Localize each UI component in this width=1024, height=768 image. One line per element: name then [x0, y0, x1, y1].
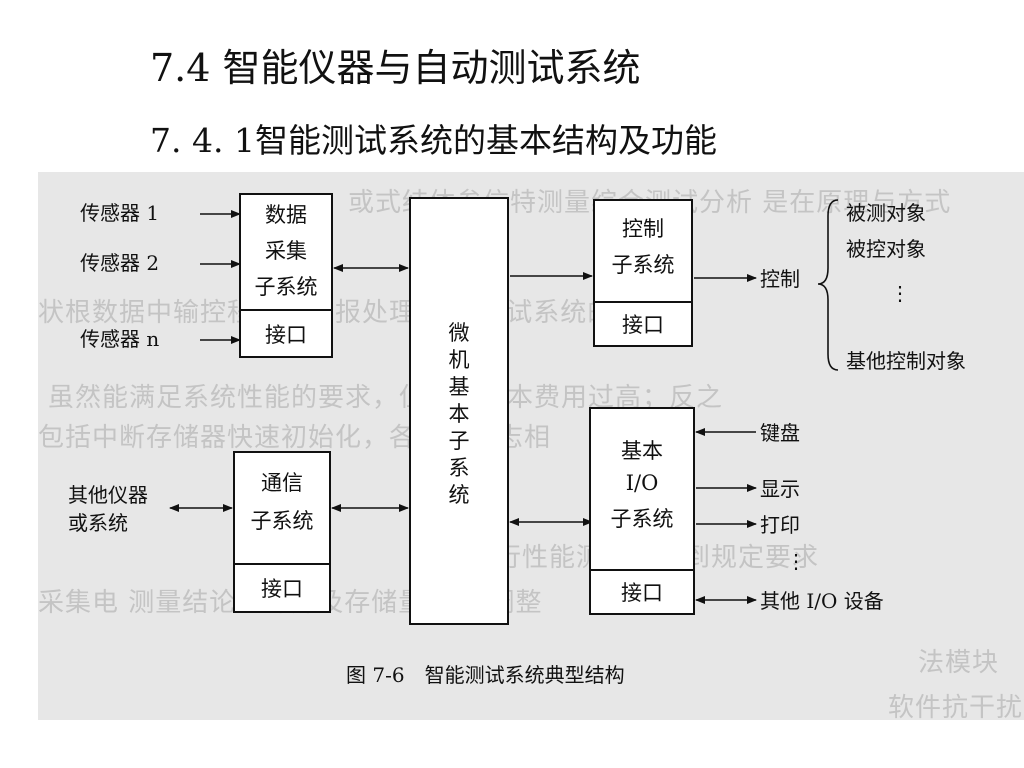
- io-line-2: I/O: [626, 471, 659, 495]
- io-device-display: 显示: [760, 477, 800, 501]
- slide-subtitle: 7. 4. 1智能测试系统的基本结构及功能: [150, 121, 717, 160]
- sensor-1-label: 传感器 1: [80, 201, 159, 225]
- io-device-print: 打印: [760, 513, 800, 537]
- scanned-figure: 或式结体参信特测量综合测试分析 是在原理与方式 状根数据中输控程序、外报处理量度…: [38, 172, 1024, 720]
- comm-port: 接口: [261, 577, 303, 601]
- svg-text:本: 本: [449, 402, 470, 426]
- comm-subsystem-box: [233, 451, 331, 613]
- other-instruments-line-2: 或系统: [68, 511, 128, 535]
- svg-text:系: 系: [449, 456, 470, 480]
- acquisition-line-3: 子系统: [255, 275, 318, 299]
- svg-text:基: 基: [449, 375, 470, 399]
- sensor-2-label: 传感器 2: [80, 251, 159, 275]
- control-label: 控制: [760, 267, 800, 291]
- io-port: 接口: [621, 581, 663, 605]
- io-device-other: 其他 I/O 设备: [760, 589, 884, 613]
- controlled-objects-brace: [817, 199, 839, 371]
- io-device-keyboard: 键盘: [760, 421, 800, 445]
- acquisition-line-1: 数据: [265, 203, 307, 227]
- micro-subsystem-box: [409, 197, 509, 625]
- micro-label: 微 机 基 本 子 系 统: [449, 321, 470, 507]
- acquisition-line-2: 采集: [265, 239, 307, 263]
- io-subsystem-box: [589, 407, 695, 615]
- svg-text:机: 机: [449, 348, 470, 372]
- svg-text:子: 子: [449, 429, 470, 453]
- control-line-2: 子系统: [612, 253, 675, 277]
- io-line-3: 子系统: [611, 507, 674, 531]
- controlled-object-2: 被控对象: [846, 237, 926, 261]
- io-line-1: 基本: [621, 439, 663, 463]
- comm-line-2: 子系统: [251, 509, 314, 533]
- control-line-1: 控制: [622, 217, 664, 241]
- controlled-object-1: 被测对象: [846, 201, 926, 225]
- acquisition-subsystem-box: [239, 193, 333, 358]
- sensor-n-label: 传感器 n: [80, 327, 159, 351]
- control-subsystem-box: [593, 199, 693, 347]
- system-structure-diagram: 传感器 1 传感器 2 传感器 n 数据 采集 子系统 接口 通信 子系统 接口…: [68, 193, 966, 687]
- controlled-object-dots: ⋮: [890, 281, 910, 305]
- figure-caption: 图 7-6 智能测试系统典型结构: [346, 663, 625, 687]
- slide-title: 7.4 智能仪器与自动测试系统: [150, 46, 641, 90]
- svg-text:微: 微: [449, 321, 470, 345]
- controlled-object-other: 基他控制对象: [846, 349, 966, 373]
- svg-text:统: 统: [449, 483, 470, 507]
- acquisition-port: 接口: [265, 323, 307, 347]
- other-instruments-line-1: 其他仪器: [68, 483, 148, 507]
- control-port: 接口: [622, 313, 664, 337]
- comm-line-1: 通信: [261, 471, 303, 495]
- io-device-dots: ⋮: [786, 549, 806, 573]
